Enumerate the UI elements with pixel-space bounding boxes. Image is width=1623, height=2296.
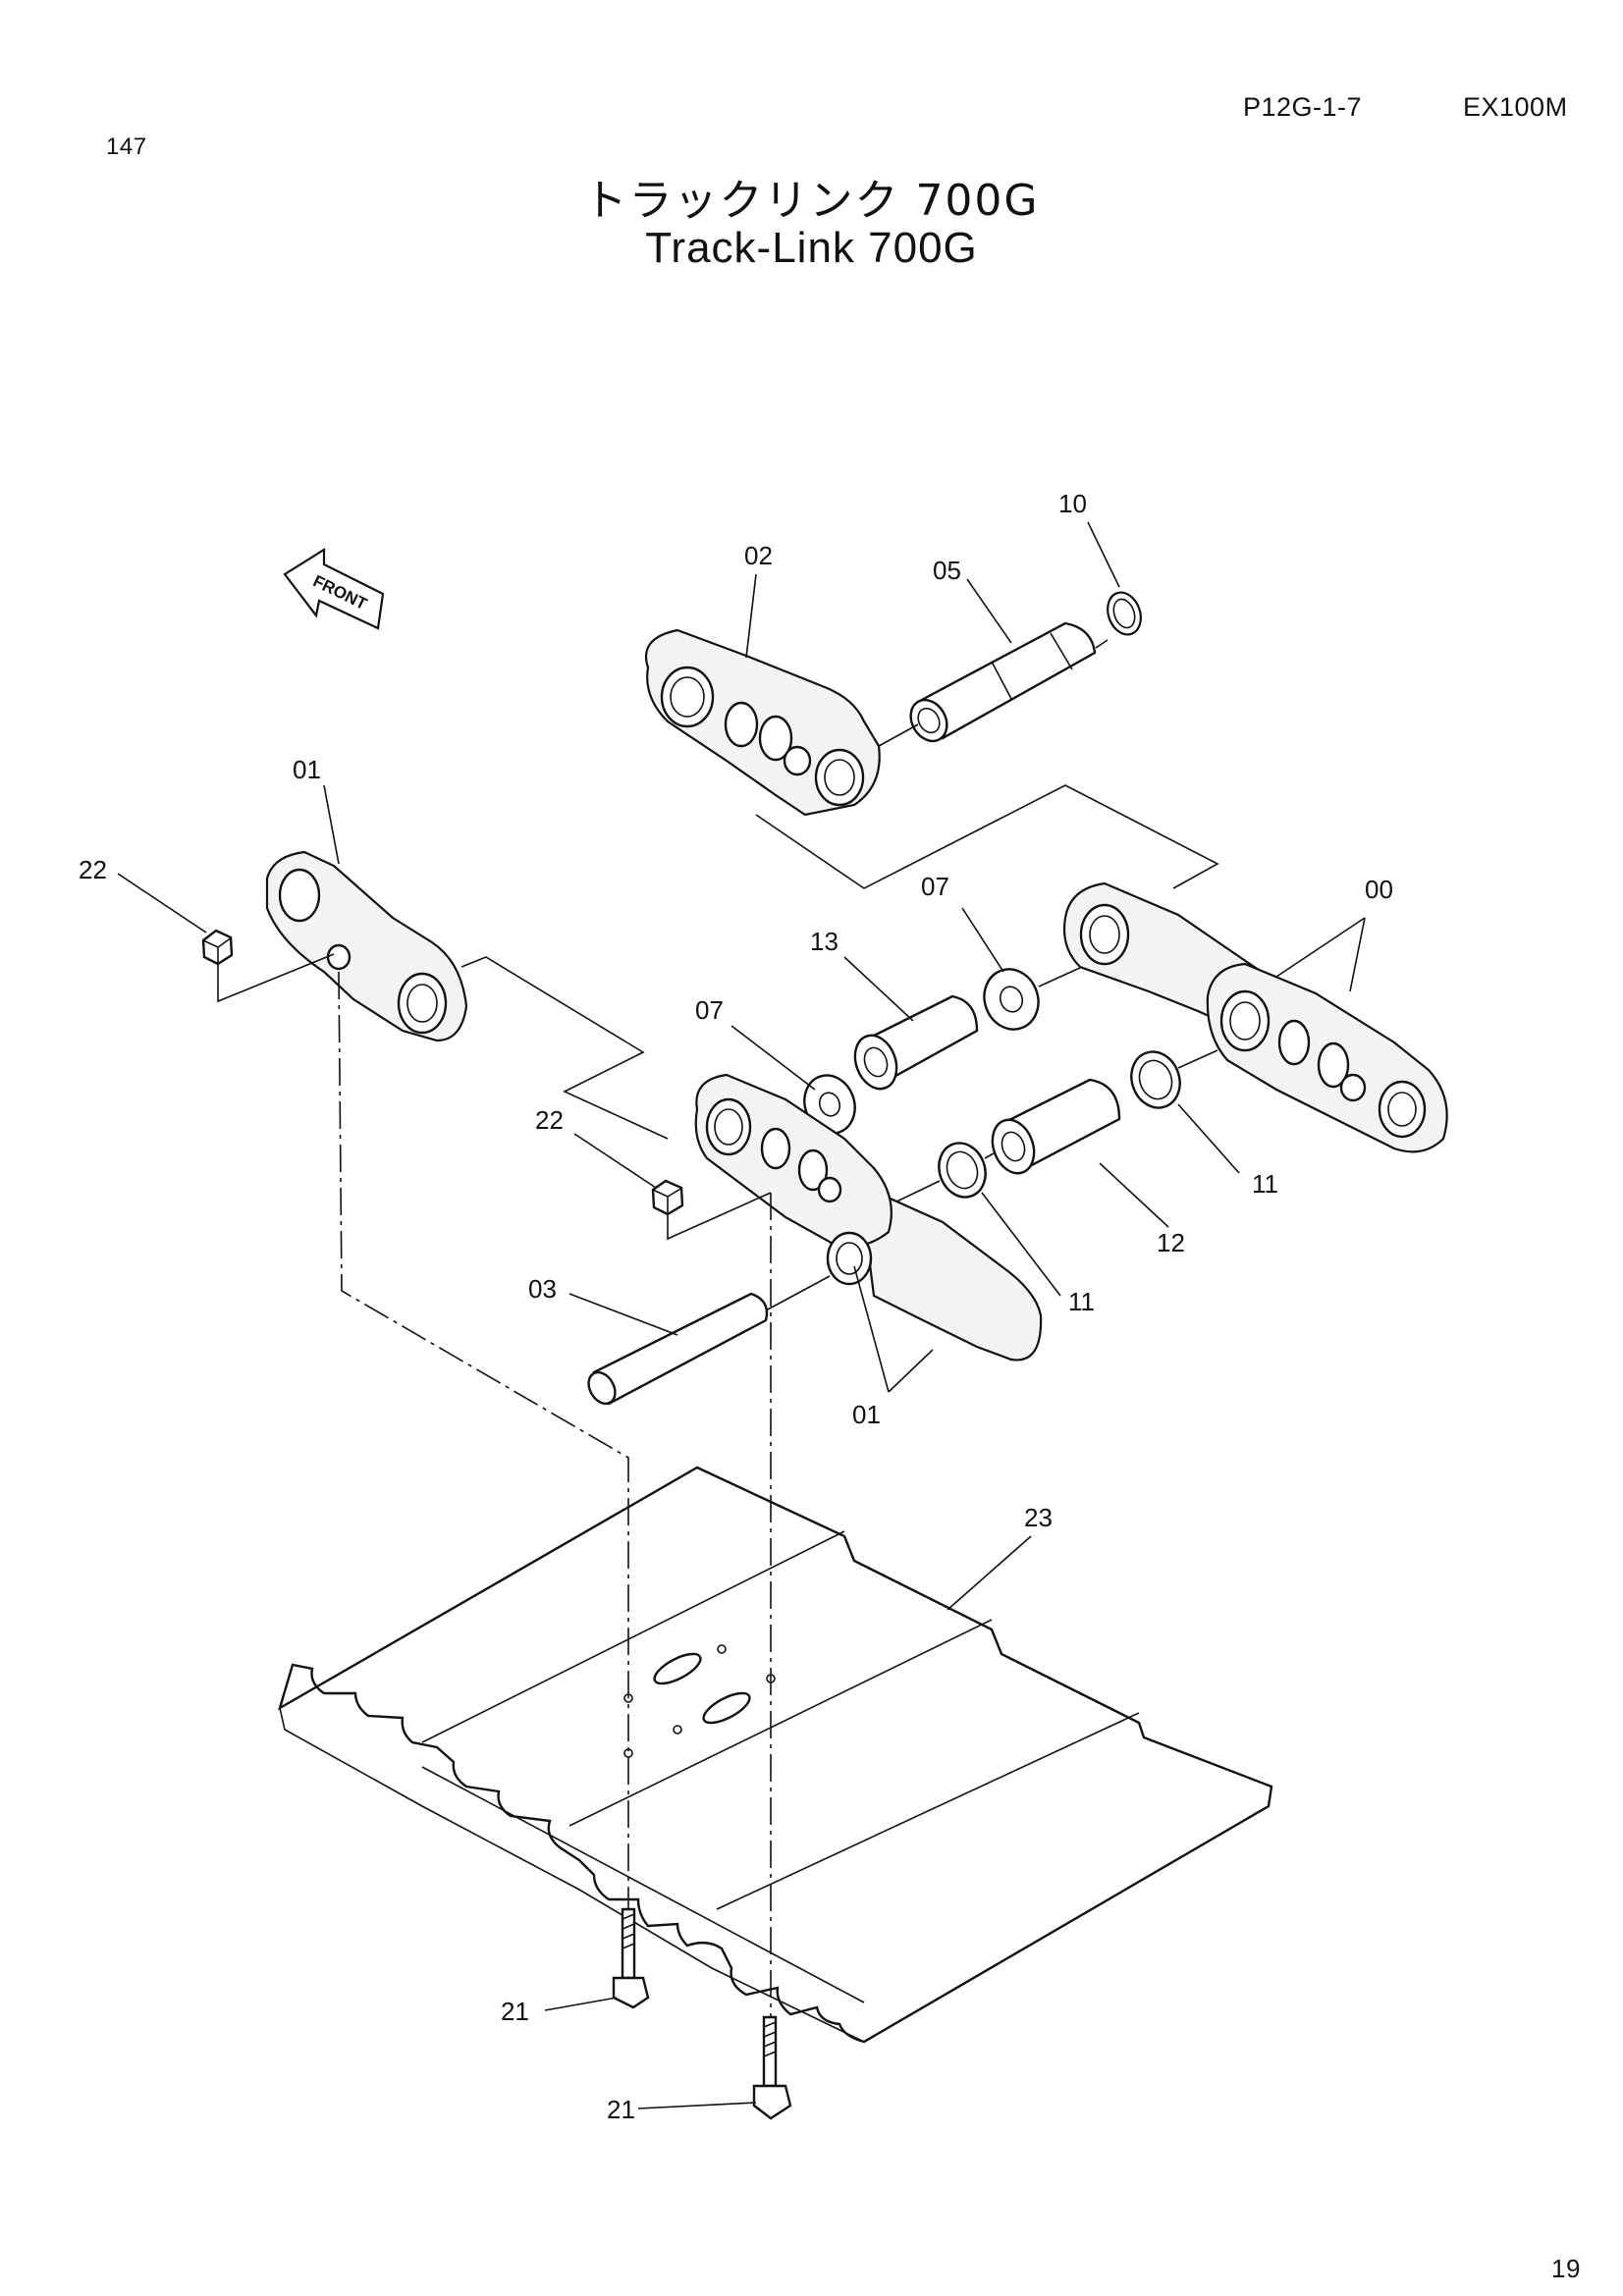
part-23-track-shoe: [277, 1466, 1273, 2044]
part-22-nut-mid: [651, 1179, 684, 1216]
part-03-pin: [587, 1275, 831, 1406]
callout-12: 12: [1157, 1228, 1185, 1257]
part-12-bushing: [991, 1078, 1121, 1175]
part-21-bolt-upper: [612, 1907, 650, 2009]
callout-03: 03: [528, 1274, 557, 1304]
sheet-number: 19: [1551, 2254, 1581, 2283]
callout-22-mid: 22: [535, 1105, 564, 1135]
callout-10: 10: [1058, 489, 1087, 518]
callout-11-right: 11: [1252, 1169, 1278, 1199]
part-05-pin: [878, 621, 1109, 747]
title-english: Track-Link 700G: [645, 224, 978, 272]
model-name: EX100M: [1463, 92, 1568, 122]
front-arrow-icon: FRONT: [283, 548, 385, 630]
part-00-link-pair: [1062, 881, 1448, 1153]
callout-13: 13: [810, 927, 839, 956]
part-10-snap-ring: [1107, 591, 1142, 636]
part-21-bolt-lower: [752, 2015, 792, 2120]
callout-21-lower: 21: [607, 2095, 635, 2124]
front-label: FRONT: [310, 571, 371, 614]
part-02-link: [644, 628, 881, 817]
part-01-link-lower: [694, 1073, 1043, 1362]
callout-05: 05: [933, 556, 961, 585]
callout-00: 00: [1365, 875, 1393, 904]
callout-21-upper: 21: [501, 1997, 529, 2026]
page-number: 147: [106, 133, 147, 160]
part-01-link-upper: [265, 850, 468, 1042]
part-11-seal-right: [1130, 1049, 1218, 1109]
part-07-washer-right: [983, 966, 1083, 1031]
drawing-code: P12G-1-7: [1243, 92, 1363, 122]
callout-07-right: 07: [921, 872, 949, 901]
callout-23: 23: [1024, 1503, 1053, 1532]
callout-11-mid: 11: [1068, 1287, 1095, 1316]
title-japanese: トラックリンク 700G: [583, 176, 1040, 226]
part-13-bushing: [853, 994, 979, 1091]
callout-01-lower: 01: [852, 1400, 881, 1429]
callout-01-upper: 01: [293, 755, 321, 784]
callout-02: 02: [744, 541, 773, 570]
callout-22-left: 22: [79, 855, 107, 884]
part-22-nut-left: [201, 929, 234, 966]
callout-07-left: 07: [695, 995, 724, 1025]
part-11-seal-mid: [888, 1142, 995, 1206]
